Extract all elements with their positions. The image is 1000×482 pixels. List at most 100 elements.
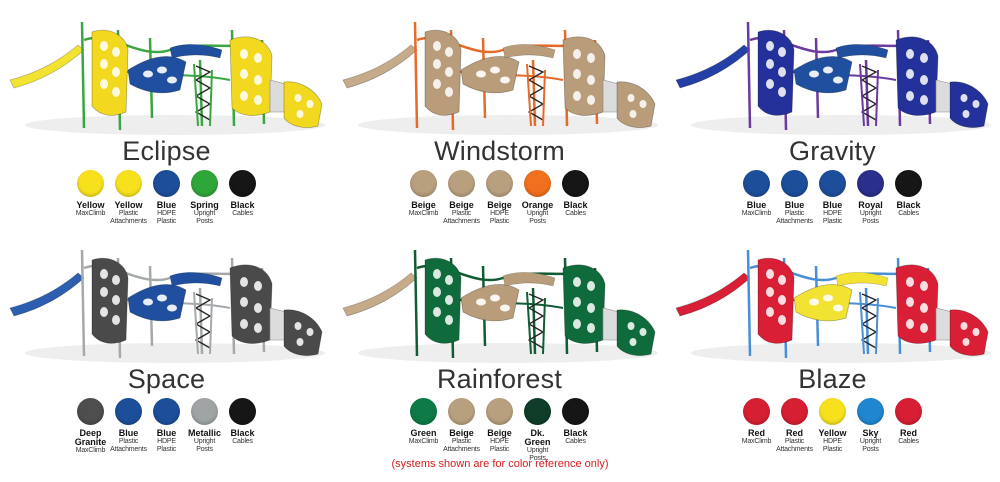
swatch-part-label: HDPE Plastic <box>822 210 843 225</box>
swatch-part-label: Upright Posts <box>859 438 882 453</box>
swatch-dot <box>743 398 770 425</box>
swatch-dot <box>819 170 846 197</box>
scheme-title: Rainforest <box>436 364 563 394</box>
climb-hole <box>306 328 314 336</box>
swatch-part-label: HDPE Plastic <box>489 438 510 453</box>
playground-structure-illustration <box>342 249 658 363</box>
hdpe-wave <box>460 284 520 322</box>
swatch-color-name: Beige <box>449 428 474 438</box>
hdpe-top <box>835 272 889 287</box>
climb-hole <box>629 110 637 118</box>
climb-hole <box>906 91 914 101</box>
climb-hole <box>100 41 108 51</box>
swatch-dot <box>229 170 256 197</box>
maxclimb-panel-right <box>895 36 939 116</box>
scheme-title: Space <box>127 364 206 394</box>
upright-post <box>80 21 86 129</box>
swatch-color-name: Blue <box>746 200 767 210</box>
cable-ladder <box>194 293 212 349</box>
swatch-dot <box>153 398 180 425</box>
swatch-dot <box>781 170 808 197</box>
scheme-title: Gravity <box>789 136 876 166</box>
swatch-part-label: Plastic Attachments <box>443 210 480 225</box>
climb-hole <box>112 67 120 77</box>
climb-hole <box>627 322 635 330</box>
tube <box>602 79 620 113</box>
climb-hole <box>920 53 928 63</box>
scheme-title: Blaze <box>798 364 867 394</box>
climb-hole <box>254 75 262 85</box>
climb-hole <box>112 295 120 305</box>
slide <box>675 44 751 89</box>
maxclimb-panel-right <box>895 264 939 344</box>
maxclimb-panel-left <box>757 29 795 116</box>
climb-hole <box>920 75 928 85</box>
swatch-part-label: Upright Posts <box>859 210 882 225</box>
swatch-color-name: Black <box>230 200 255 210</box>
climb-hole <box>627 94 635 102</box>
wave-hole <box>490 66 500 74</box>
swatch-dot <box>77 170 104 197</box>
swatch-color-name: Beige <box>487 200 512 210</box>
climb-hole <box>100 269 108 279</box>
swatch-part-label: Cables <box>565 438 586 445</box>
swatch-part-label: HDPE Plastic <box>822 438 843 453</box>
maxclimb-panel-left <box>757 257 795 344</box>
wave-hole <box>157 66 167 74</box>
swatch-dot <box>743 170 770 197</box>
swatch-dot <box>524 398 551 425</box>
cable-ladder <box>860 293 878 349</box>
swatch-part-label: HDPE Plastic <box>489 210 510 225</box>
swatch-color-name: Black <box>896 200 921 210</box>
swatch-color-name: Beige <box>449 200 474 210</box>
swatch-dot <box>448 398 475 425</box>
tube <box>602 307 620 341</box>
ladder-frame <box>193 63 213 127</box>
swatch-dot <box>153 170 180 197</box>
wave-hole <box>823 66 833 74</box>
swatch-part-label: MaxClimb <box>408 210 439 217</box>
climb-hole <box>254 53 262 63</box>
swatch-part-label: Cables <box>565 210 586 217</box>
swatch-part-label: Plastic Attachments <box>776 210 813 225</box>
swatch-part-label: Cables <box>898 438 919 445</box>
swatch-dot <box>524 170 551 197</box>
climb-hole <box>573 91 581 101</box>
swatch-part-label: Plastic Attachments <box>776 438 813 453</box>
swatch-part-label: MaxClimb <box>408 438 439 445</box>
upright-post <box>746 249 752 357</box>
climb-hole <box>920 95 928 105</box>
ladder-frame <box>526 291 546 355</box>
climb-hole <box>778 47 786 57</box>
wave-hole <box>157 294 167 302</box>
climb-hole <box>433 307 441 317</box>
swatch-dot <box>410 170 437 197</box>
climb-hole <box>778 295 786 305</box>
swatch-color-name: Blue <box>156 200 177 210</box>
swatch-dot <box>191 170 218 197</box>
upright-post <box>413 249 419 357</box>
wave-hole <box>167 76 177 84</box>
climb-hole <box>766 41 774 51</box>
climb-hole <box>778 315 786 325</box>
swatch-color-name: Green <box>410 428 437 438</box>
maxclimb-panel-right <box>229 264 273 344</box>
swatch-part-label: Upright Posts <box>193 210 216 225</box>
climb-hole <box>972 100 980 108</box>
